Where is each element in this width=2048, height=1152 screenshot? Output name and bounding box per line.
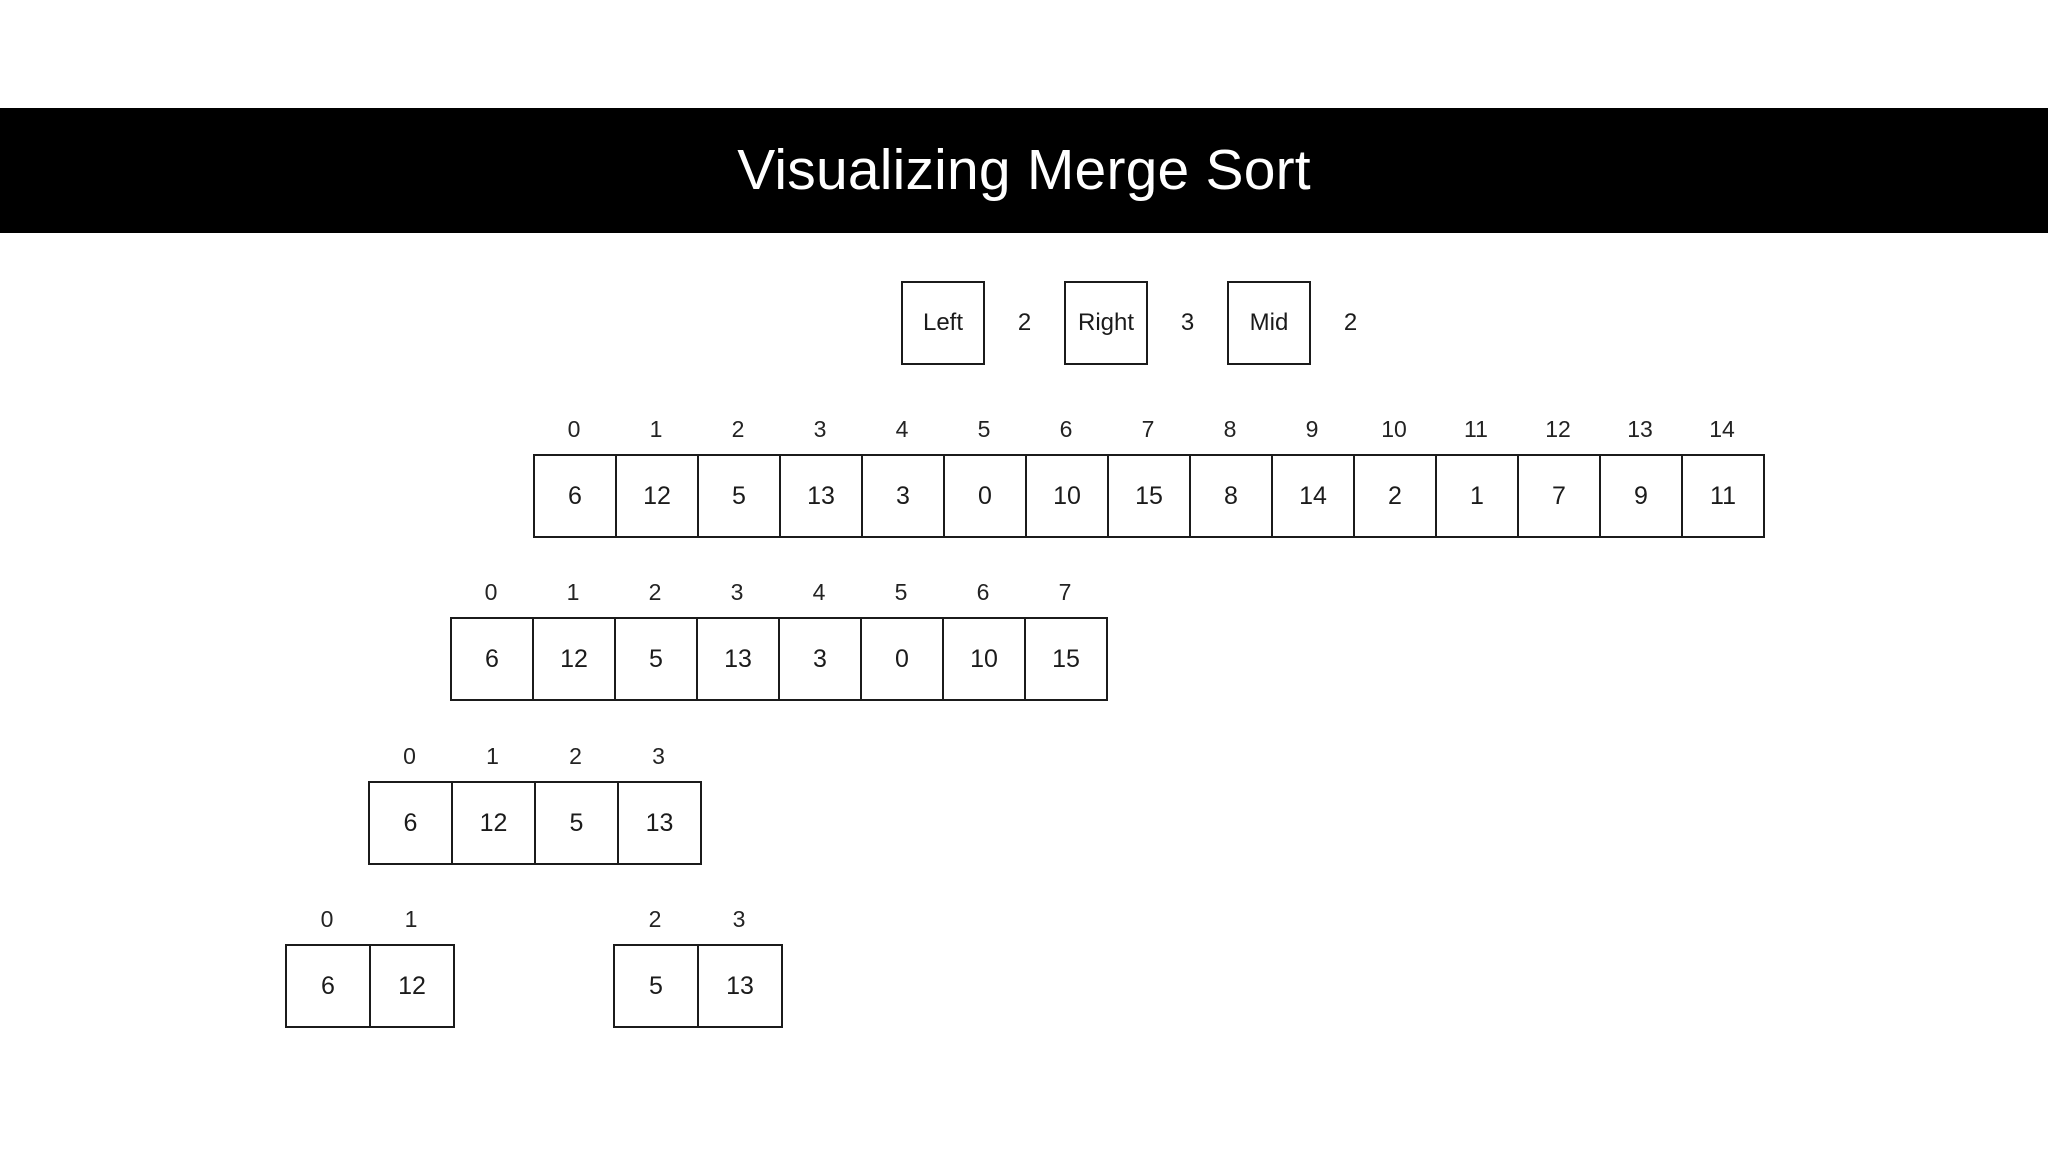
array-cell: 6 (533, 454, 617, 538)
array-cell: 13 (779, 454, 863, 538)
index-label: 4 (895, 416, 909, 442)
index-label: 2 (648, 906, 662, 932)
index-label: 13 (1627, 416, 1653, 442)
index-label: 11 (1464, 416, 1488, 442)
index-label: 10 (1381, 416, 1407, 442)
index-label: 6 (976, 579, 990, 605)
index-label: 2 (731, 416, 745, 442)
array-cell: 3 (778, 617, 862, 701)
array-cell: 0 (860, 617, 944, 701)
array-cell: 10 (942, 617, 1026, 701)
index-label: 0 (567, 416, 581, 442)
array-cell: 13 (617, 781, 702, 865)
index-label: 9 (1305, 416, 1319, 442)
array-cell: 5 (697, 454, 781, 538)
index-label: 5 (894, 579, 908, 605)
legend-value-right: 3 (1180, 309, 1195, 336)
index-strip: 0 1 2 3 4 5 6 7 (450, 572, 1108, 608)
index-label: 3 (813, 416, 827, 442)
index-label: 3 (732, 906, 746, 932)
index-label: 6 (1059, 416, 1073, 442)
array-cell: 2 (1353, 454, 1437, 538)
index-label: 1 (566, 579, 580, 605)
array-cell: 13 (696, 617, 780, 701)
array-cell: 5 (614, 617, 698, 701)
array-cell: 11 (1681, 454, 1765, 538)
array-cell: 6 (285, 944, 371, 1028)
index-label: 0 (403, 743, 416, 769)
index-label: 1 (404, 906, 418, 932)
array-cell: 5 (613, 944, 699, 1028)
pointer-legend: Left 2 Right 3 Mid 2 (901, 281, 1390, 365)
index-label: 4 (812, 579, 826, 605)
index-label: 1 (486, 743, 499, 769)
array-cell: 14 (1271, 454, 1355, 538)
array-cell: 7 (1517, 454, 1601, 538)
index-label: 14 (1709, 416, 1735, 442)
array-cell: 6 (450, 617, 534, 701)
array-cell: 15 (1024, 617, 1108, 701)
index-strip: 0 1 2 3 (368, 736, 702, 772)
index-label: 1 (649, 416, 663, 442)
index-label: 5 (977, 416, 991, 442)
page-title: Visualizing Merge Sort (737, 138, 1311, 202)
array-cell: 9 (1599, 454, 1683, 538)
legend-group-right: Right 3 (1064, 281, 1227, 365)
legend-box-left: Left (901, 281, 985, 365)
array-cell: 6 (368, 781, 453, 865)
index-label: 8 (1223, 416, 1237, 442)
legend-box-right: Right (1064, 281, 1148, 365)
array-cell: 12 (451, 781, 536, 865)
index-label: 3 (730, 579, 744, 605)
title-banner: Visualizing Merge Sort (0, 108, 2048, 233)
index-label: 3 (652, 743, 665, 769)
array-cell: 8 (1189, 454, 1273, 538)
array-cell: 15 (1107, 454, 1191, 538)
index-label: 0 (484, 579, 498, 605)
index-label: 2 (648, 579, 662, 605)
index-label: 12 (1545, 416, 1571, 442)
array-cell: 13 (697, 944, 783, 1028)
array-cell: 0 (943, 454, 1027, 538)
array-cell: 3 (861, 454, 945, 538)
array-cell: 1 (1435, 454, 1519, 538)
array-cell: 12 (615, 454, 699, 538)
legend-group-mid: Mid 2 (1227, 281, 1390, 365)
legend-value-left: 2 (1017, 309, 1032, 336)
index-label: 0 (320, 906, 334, 932)
array-cell: 5 (534, 781, 619, 865)
array-cell: 12 (369, 944, 455, 1028)
array-cell: 10 (1025, 454, 1109, 538)
legend-box-mid: Mid (1227, 281, 1311, 365)
index-label: 7 (1058, 579, 1072, 605)
array-cell: 12 (532, 617, 616, 701)
legend-value-mid: 2 (1343, 309, 1358, 336)
index-label: 7 (1141, 416, 1155, 442)
index-label: 2 (569, 743, 582, 769)
legend-group-left: Left 2 (901, 281, 1064, 365)
